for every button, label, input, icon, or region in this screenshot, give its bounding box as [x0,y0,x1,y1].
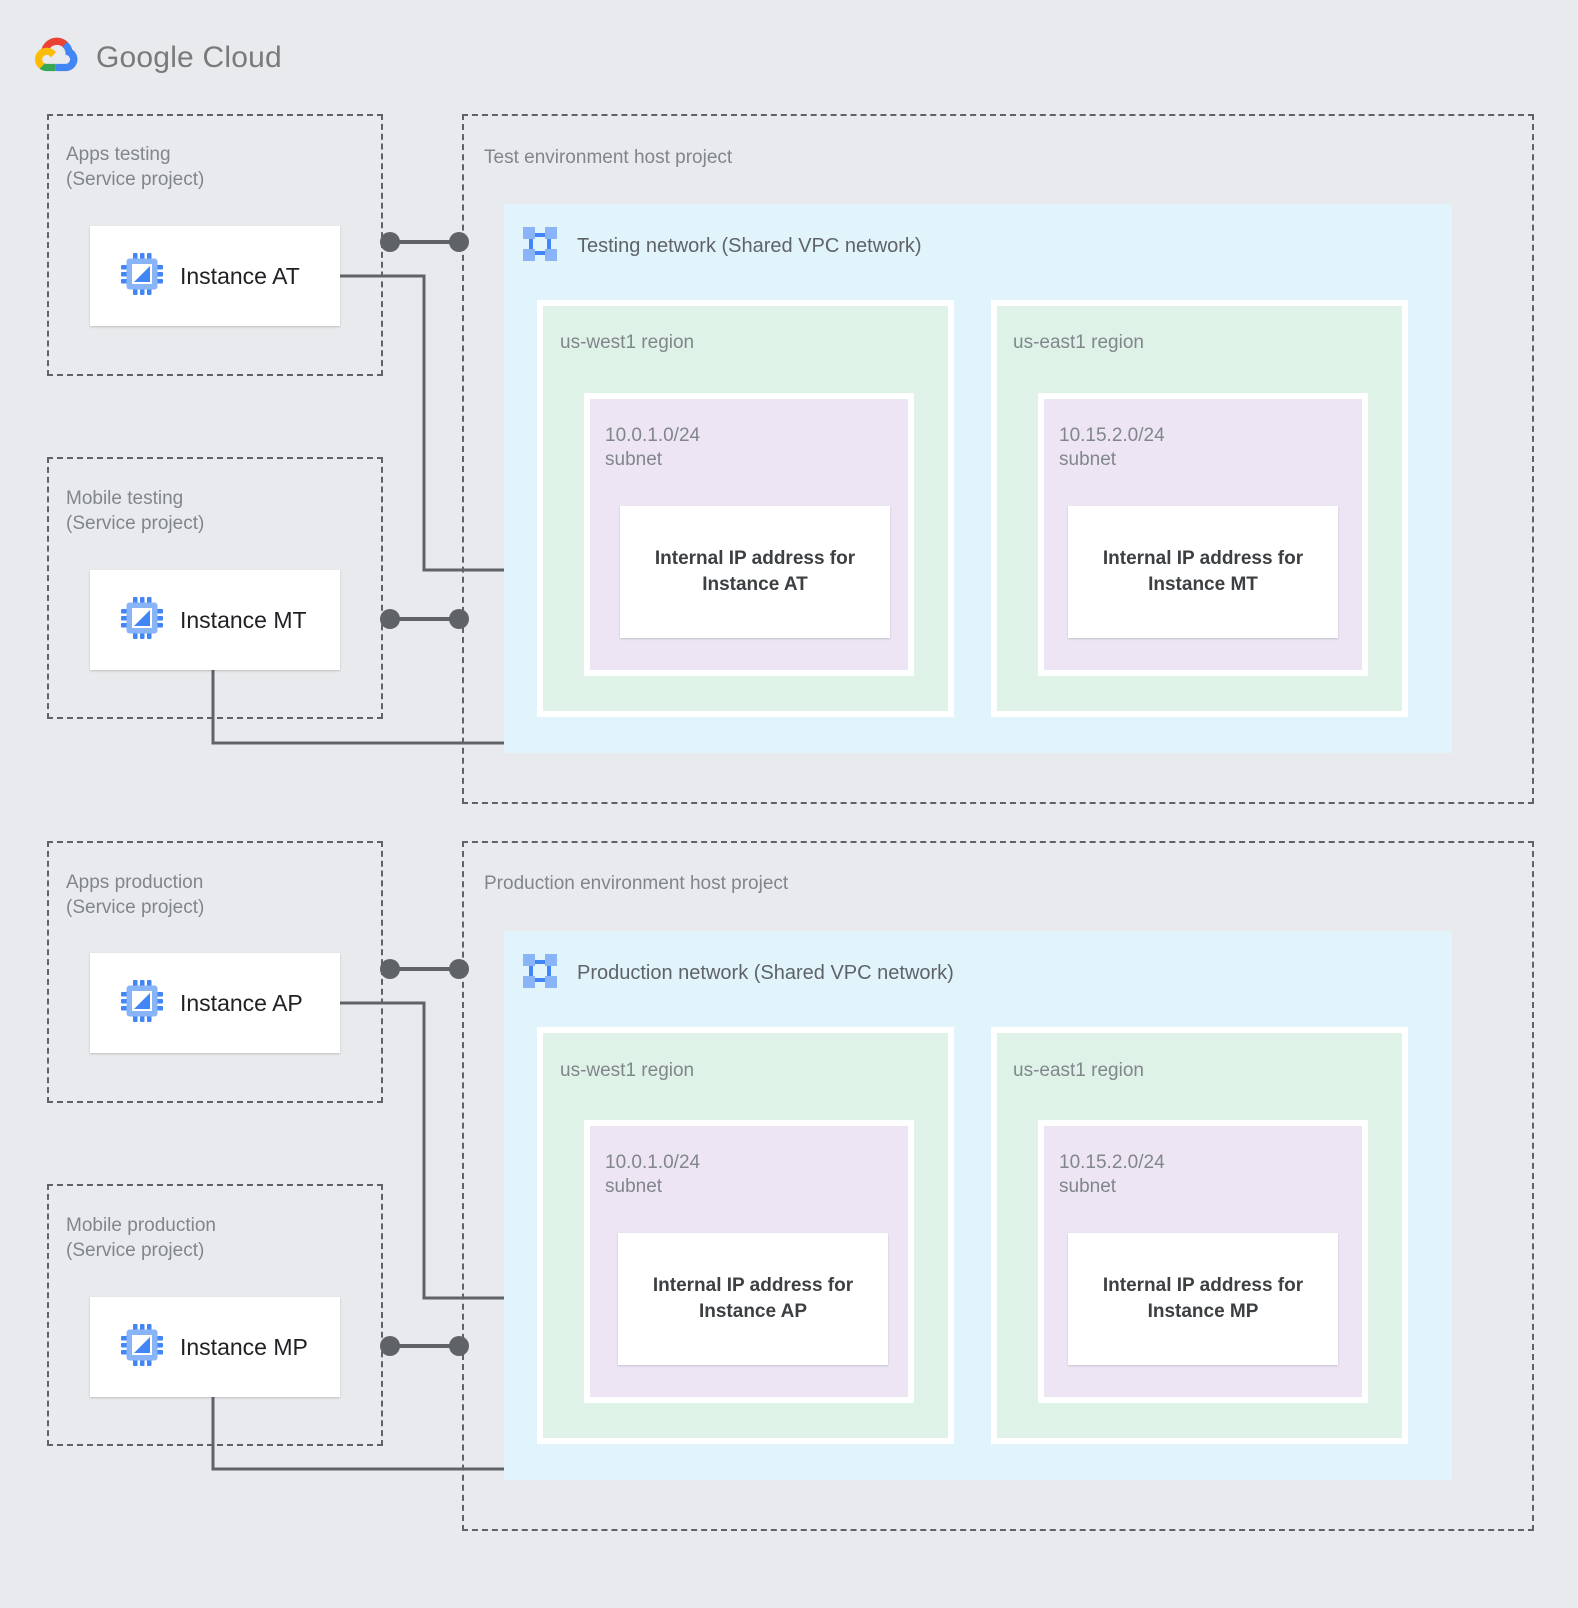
subnet-label-test-us-west1: 10.0.1.0/24 subnet [605,425,701,470]
instance-card-mt-label: Instance MT [180,606,307,633]
service-project-mobile-testing[interactable] [47,457,383,719]
region-label-test-us-west1: us-west1 region [560,332,695,353]
host-project-test[interactable] [462,114,1534,804]
ip-box-instance-mp: Internal IP address for Instance MP [1068,1233,1338,1365]
google-cloud-logo-icon [34,34,82,81]
service-project-mobile-production-label: Mobile production (Service project) [66,1215,216,1261]
link-dot-ap-left [380,959,400,979]
network-title-production: Production network (Shared VPC network) [577,962,954,984]
service-project-apps-testing[interactable] [47,114,383,376]
vpc-network-icon [521,952,559,995]
service-project-mobile-testing-label: Mobile testing (Service project) [66,488,205,534]
region-label-prod-us-east1: us-east1 region [1013,1060,1144,1081]
link-dot-mt-left [380,609,400,629]
link-dot-at-left [380,232,400,252]
instance-card-ap-label: Instance AP [180,989,303,1016]
instance-card-mp-label: Instance MP [180,1333,308,1360]
subnet-label-test-us-east1: 10.15.2.0/24 subnet [1059,425,1165,470]
subnet-label-prod-us-west1: 10.0.1.0/24 subnet [605,1152,701,1197]
vm-instance-icon [120,1323,164,1372]
vm-instance-icon [120,252,164,301]
brand-name-light: Cloud [193,40,282,74]
host-project-production-label: Production environment host project [484,873,789,894]
ip-box-instance-ap: Internal IP address for Instance AP [618,1233,888,1365]
instance-card-mt[interactable]: Instance MT [90,570,340,670]
vm-instance-icon [120,596,164,645]
ip-box-instance-mt: Internal IP address for Instance MT [1068,506,1338,638]
region-label-test-us-east1: us-east1 region [1013,332,1144,353]
instance-card-ap[interactable]: Instance AP [90,953,340,1053]
service-project-apps-production-label: Apps production (Service project) [66,872,205,918]
link-dot-mp-left [380,1336,400,1356]
ip-box-instance-at: Internal IP address for Instance AT [620,506,890,638]
subnet-label-prod-us-east1: 10.15.2.0/24 subnet [1059,1152,1165,1197]
service-project-apps-production[interactable] [47,841,383,1103]
region-label-prod-us-west1: us-west1 region [560,1060,695,1081]
network-title-testing: Testing network (Shared VPC network) [577,235,922,257]
host-project-production[interactable] [462,841,1534,1531]
network-title-row-testing: Testing network (Shared VPC network) [521,225,922,268]
network-title-row-production: Production network (Shared VPC network) [521,952,954,995]
service-project-mobile-production[interactable] [47,1184,383,1446]
google-cloud-brand: Google Cloud [34,34,282,81]
brand-name: Google Cloud [96,41,282,75]
instance-card-at[interactable]: Instance AT [90,226,340,326]
brand-name-bold: Google [96,40,194,74]
host-project-test-label: Test environment host project [484,147,733,168]
service-project-apps-testing-label: Apps testing (Service project) [66,144,205,190]
instance-card-at-label: Instance AT [180,262,300,289]
instance-card-mp[interactable]: Instance MP [90,1297,340,1397]
vpc-network-icon [521,225,559,268]
vm-instance-icon [120,979,164,1028]
